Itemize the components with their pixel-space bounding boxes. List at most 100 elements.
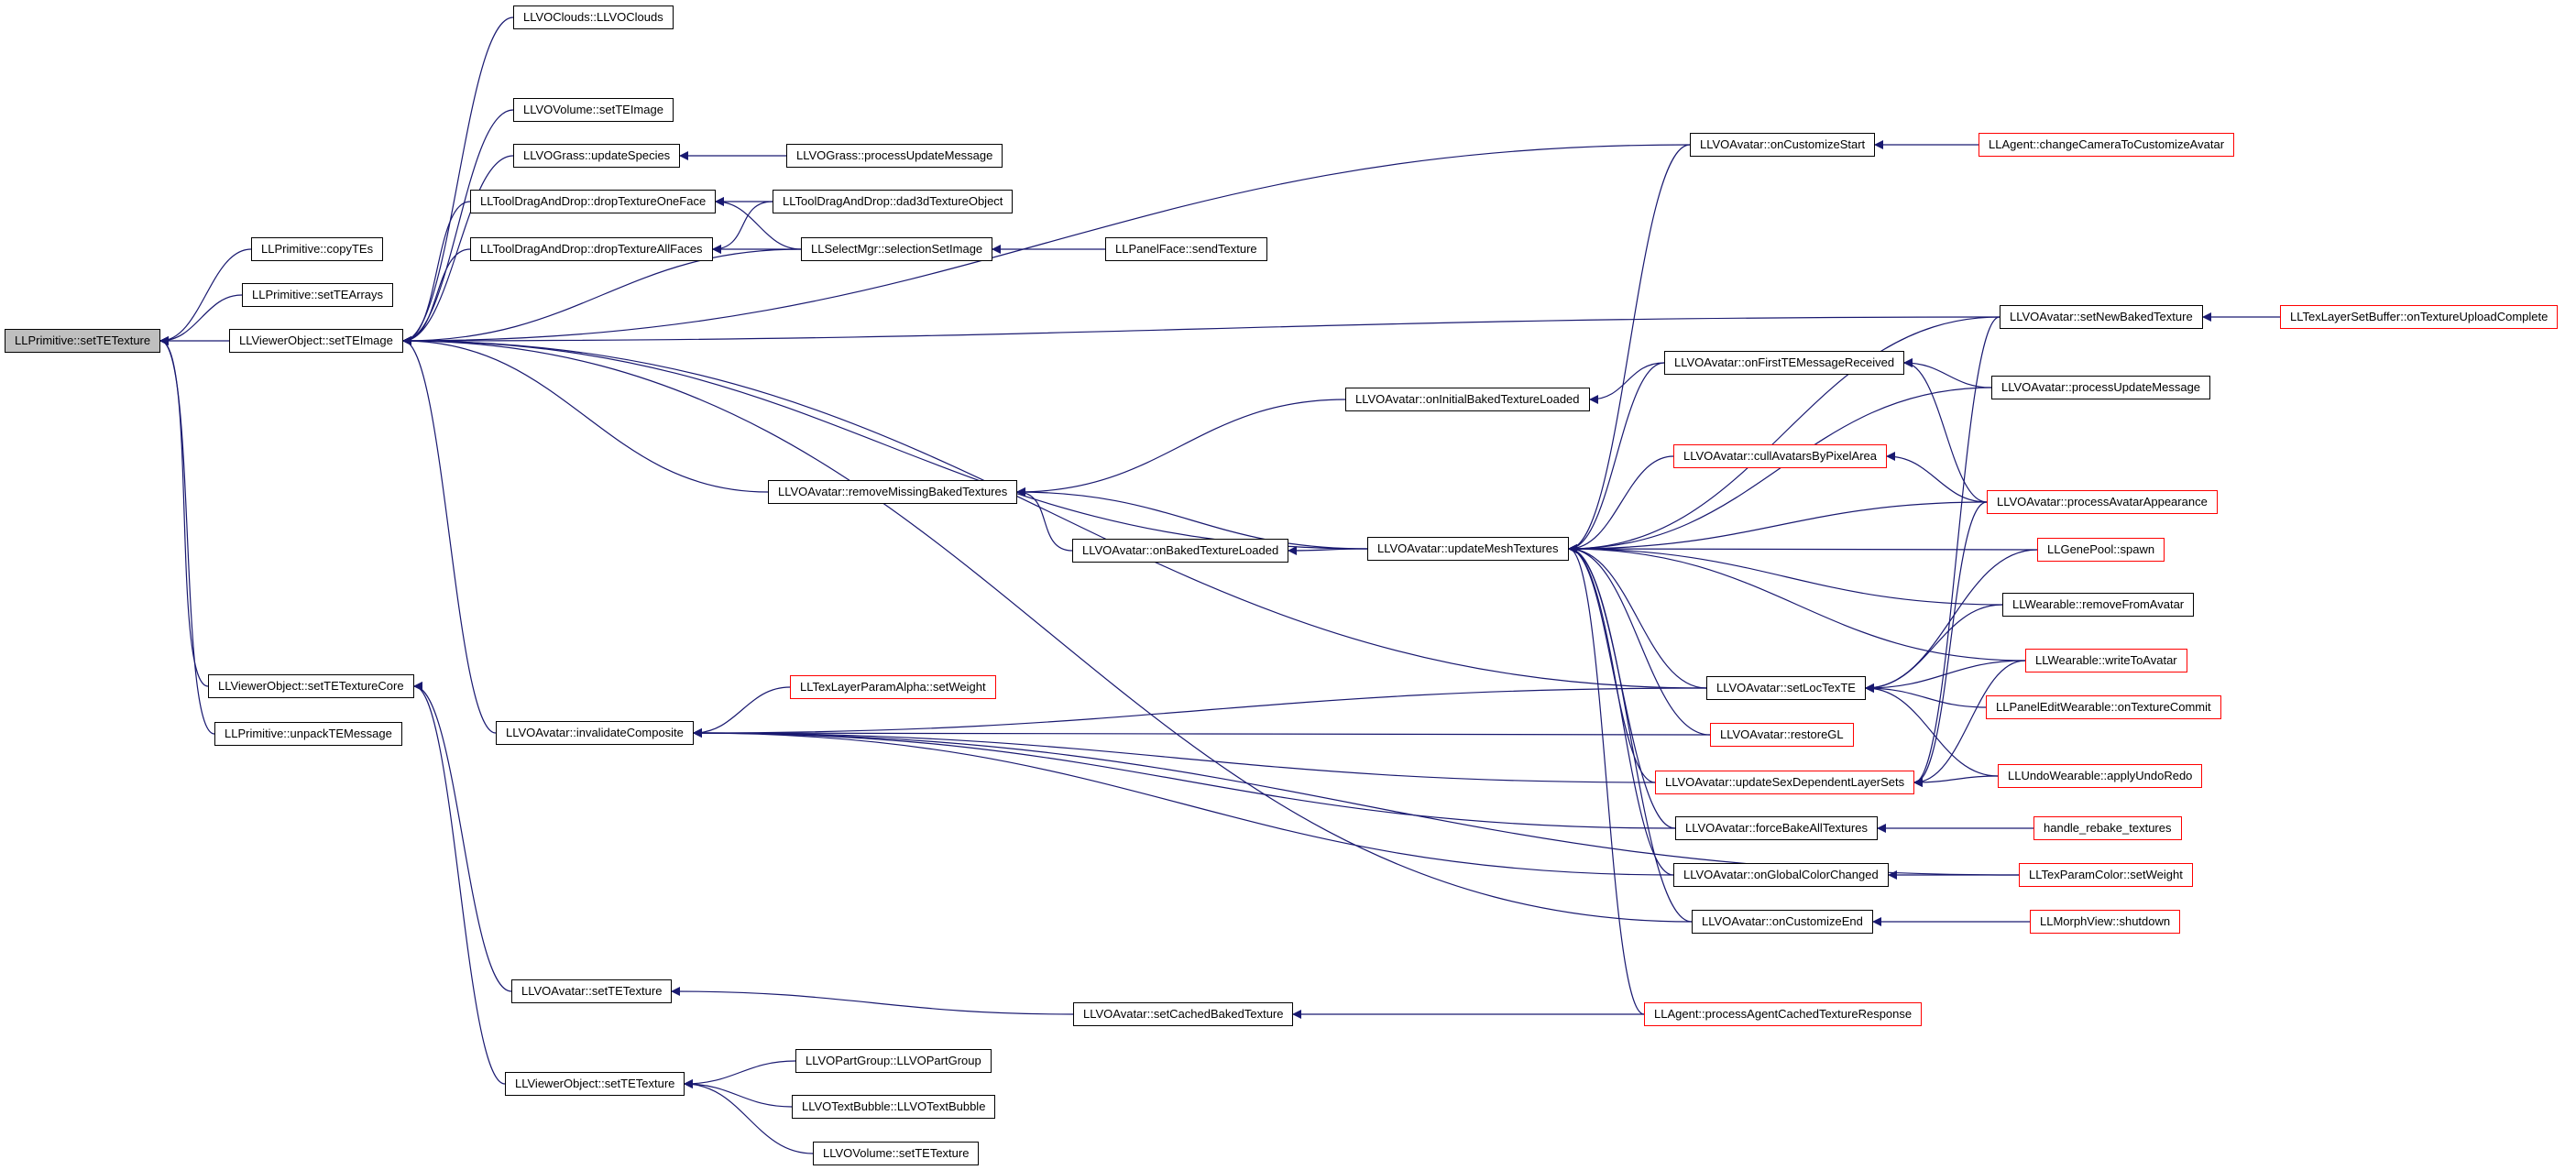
- node-llwearable-writetoavatar[interactable]: LLWearable::writeToAvatar: [2025, 649, 2187, 672]
- node-llvoavatar-oninitialbakedtextureloaded[interactable]: LLVOAvatar::onInitialBakedTextureLoaded: [1345, 388, 1590, 411]
- node-lltexlayerparamalpha-setweight[interactable]: LLTexLayerParamAlpha::setWeight: [790, 675, 996, 699]
- edge-setTETextureCore-to-setTETexture_prim: [159, 336, 209, 687]
- node-llprimitive-copytes[interactable]: LLPrimitive::copyTEs: [251, 237, 384, 261]
- edge-dad3d-to-dropAllFaces: [712, 201, 773, 254]
- node-llpanelface-sendtexture[interactable]: LLPanelFace::sendTexture: [1105, 237, 1267, 261]
- edge-forceBake-to-invalidateComposite: [693, 728, 1676, 829]
- node-llvoavatar-processupdatemessage[interactable]: LLVOAvatar::processUpdateMessage: [1991, 376, 2211, 399]
- node-llviewerobject-setteimage[interactable]: LLViewerObject::setTEImage: [229, 329, 403, 353]
- node-llvograss-processupdatemessage[interactable]: LLVOGrass::processUpdateMessage: [786, 144, 1003, 168]
- node-lltexparamcolor-setweight[interactable]: LLTexParamColor::setWeight: [2019, 863, 2193, 887]
- edge-onFirstTEMessage-to-onInitialBaked: [1589, 362, 1665, 404]
- node-llvoavatar-oncustomizeend[interactable]: LLVOAvatar::onCustomizeEnd: [1692, 910, 1873, 934]
- edge-selectionSetImage-to-dropOneFace: [715, 197, 802, 250]
- node-llvoavatar-onbakedtextureloaded[interactable]: LLVOAvatar::onBakedTextureLoaded: [1072, 539, 1289, 563]
- edge-vol_setTETexture-to-vo_setTETexture: [684, 1079, 814, 1154]
- node-llselectmgr-selectionsetimage[interactable]: LLSelectMgr::selectionSetImage: [801, 237, 993, 261]
- edge-updateMesh-to-removeMissing: [1016, 487, 1368, 550]
- edge-onCustomizeStart-to-updateMesh: [1568, 144, 1691, 553]
- edge-processAgentCached-to-updateMesh: [1568, 544, 1645, 1015]
- edge-setLocTexTE-to-setTEImage_vo: [402, 336, 1707, 689]
- node-llvovolume-setteimage[interactable]: LLVOVolume::setTEImage: [513, 98, 674, 122]
- edge-cullAvatars-to-updateMesh: [1568, 455, 1674, 553]
- edge-av_processUpdate-to-onFirstTEMessage: [1903, 358, 1992, 388]
- node-llvoavatar-setcachedbakedtexture[interactable]: LLVOAvatar::setCachedBakedTexture: [1073, 1002, 1294, 1026]
- edge-setNewBaked-to-updateMesh: [1568, 316, 2001, 553]
- node-llvoclouds-llvoclouds[interactable]: LLVOClouds::LLVOClouds: [513, 5, 674, 29]
- edge-onInitialBaked-to-removeMissing: [1016, 399, 1346, 497]
- edge-av_setTETexture-to-setTETextureCore: [413, 682, 512, 992]
- node-llvoavatar-oncustomizestart[interactable]: LLVOAvatar::onCustomizeStart: [1690, 133, 1876, 157]
- edge-removeFromAvatar-to-updateMesh: [1568, 544, 2003, 606]
- node-llprimitive-unpacktemessage[interactable]: LLPrimitive::unpackTEMessage: [214, 722, 402, 746]
- node-llmorphview-shutdown[interactable]: LLMorphView::shutdown: [2030, 910, 2181, 934]
- edge-onCustomizeEnd-to-updateMesh: [1568, 544, 1693, 923]
- edge-setLocTexTE-to-updateMesh: [1568, 544, 1707, 689]
- node-llvopartgroup-llvopartgroup[interactable]: LLVOPartGroup::LLVOPartGroup: [795, 1049, 992, 1073]
- edge-applyUndoRedo-to-updateSexDep: [1913, 775, 1999, 787]
- node-lltooldraganddrop-droptextureallfaces[interactable]: LLToolDragAndDrop::dropTextureAllFaces: [470, 237, 713, 261]
- edge-setCachedBaked-to-av_setTETexture: [671, 987, 1074, 1015]
- node-llvoavatar-onfirsttemessagereceived[interactable]: LLVOAvatar::onFirstTEMessageReceived: [1664, 351, 1905, 375]
- edge-onTextureCommit-to-setLocTexTE: [1865, 683, 1987, 708]
- node-llviewerobject-settetexturecore[interactable]: LLViewerObject::setTETextureCore: [208, 674, 414, 698]
- node-llviewerobject-settetexture[interactable]: LLViewerObject::setTETexture: [505, 1072, 685, 1096]
- node-llprimitive-settetexture[interactable]: LLPrimitive::setTETexture: [5, 329, 161, 353]
- node-handle-rebake-textures[interactable]: handle_rebake_textures: [2033, 816, 2182, 840]
- node-llvoavatar-onglobalcolorchanged[interactable]: LLVOAvatar::onGlobalColorChanged: [1673, 863, 1889, 887]
- node-llvograss-updatespecies[interactable]: LLVOGrass::updateSpecies: [513, 144, 681, 168]
- edge-processAppearance-to-cullAvatars: [1886, 452, 1988, 503]
- edge-invalidateComposite-to-setTEImage_vo: [402, 336, 497, 734]
- edge-dropAllFaces-to-setTEImage_vo: [402, 248, 471, 345]
- node-llpaneleditwearable-ontexturecommit[interactable]: LLPanelEditWearable::onTextureCommit: [1986, 695, 2221, 719]
- node-llvoavatar-updatesexdependentlayersets[interactable]: LLVOAvatar::updateSexDependentLayerSets: [1655, 771, 1915, 794]
- edge-genePool-to-updateMesh: [1568, 544, 2038, 554]
- edge-clouds-to-setTEImage_vo: [402, 16, 514, 345]
- edge-onCustomizeStart-to-setTEImage_vo: [402, 144, 1691, 345]
- edge-removeMissing-to-setTEImage_vo: [402, 336, 769, 493]
- edge-setNewBaked-to-setTEImage_vo: [402, 316, 2001, 345]
- node-llvoavatar-updatemeshtextures[interactable]: LLVOAvatar::updateMeshTextures: [1367, 537, 1569, 561]
- edge-av_processUpdate-to-updateMesh: [1568, 387, 1992, 553]
- node-llwearable-removefromavatar[interactable]: LLWearable::removeFromAvatar: [2002, 593, 2195, 617]
- edge-setTEArrays-to-setTETexture_prim: [159, 294, 243, 345]
- edge-writeToAvatar-to-setLocTexTE: [1865, 660, 2026, 693]
- edge-vol_setTEImage-to-setTEImage_vo: [402, 109, 514, 345]
- node-llgenepool-spawn[interactable]: LLGenePool::spawn: [2037, 538, 2165, 562]
- edge-restoreGL-to-updateMesh: [1568, 544, 1711, 736]
- node-lltooldraganddrop-droptextureoneface[interactable]: LLToolDragAndDrop::dropTextureOneFace: [470, 190, 717, 213]
- node-llprimitive-setTEarrays[interactable]: LLPrimitive::setTEArrays: [242, 283, 394, 307]
- edge-setLocTexTE-to-invalidateComposite: [693, 687, 1707, 738]
- edge-setNewBaked-to-updateSexDep: [1913, 316, 2001, 787]
- node-lltooldraganddrop-dad3dtextureobject[interactable]: LLToolDragAndDrop::dad3dTextureObject: [773, 190, 1014, 213]
- edge-updateMesh-to-onBakedLoaded: [1288, 545, 1368, 555]
- edge-texParamColor-to-invalidateComposite: [693, 728, 2020, 876]
- node-lltexlayersetbuffer-ontextureuploadcomplete[interactable]: LLTexLayerSetBuffer::onTextureUploadComp…: [2280, 305, 2559, 329]
- node-llvoavatar-invalidatecomposite[interactable]: LLVOAvatar::invalidateComposite: [496, 721, 694, 745]
- node-llvoavatar-forcebakealltextures[interactable]: LLVOAvatar::forceBakeAllTextures: [1675, 816, 1878, 840]
- node-llagent-processagentcachedtextureresponse[interactable]: LLAgent::processAgentCachedTextureRespon…: [1644, 1002, 1923, 1026]
- node-llvovolume-settetexture[interactable]: LLVOVolume::setTETexture: [813, 1142, 980, 1165]
- node-llvoavatar-restoregl[interactable]: LLVOAvatar::restoreGL: [1710, 723, 1854, 747]
- edge-writeToAvatar-to-updateMesh: [1568, 544, 2026, 662]
- edge-restoreGL-to-invalidateComposite: [693, 728, 1711, 738]
- edge-applyUndoRedo-to-setLocTexTE: [1865, 683, 1999, 777]
- node-llvoavatar-processavatarappearance[interactable]: LLVOAvatar::processAvatarAppearance: [1987, 490, 2218, 514]
- node-llagent-changecameratocustomizeavatar[interactable]: LLAgent::changeCameraToCustomizeAvatar: [1979, 133, 2235, 157]
- edge-dropOneFace-to-setTEImage_vo: [402, 201, 471, 345]
- node-llvoavatar-setnewbakedtexture[interactable]: LLVOAvatar::setNewBakedTexture: [2000, 305, 2203, 329]
- edge-partGroup-to-vo_setTETexture: [684, 1060, 796, 1088]
- node-llvotextbubble-llvotextbubble[interactable]: LLVOTextBubble::LLVOTextBubble: [792, 1095, 996, 1119]
- node-llvoavatar-settetexture[interactable]: LLVOAvatar::setTETexture: [511, 979, 673, 1003]
- node-llvoavatar-removemissingbakedtextures[interactable]: LLVOAvatar::removeMissingBakedTextures: [768, 480, 1018, 504]
- edge-onCustomizeEnd-to-setTEImage_vo: [402, 336, 1693, 923]
- edge-onGlobalColor-to-updateMesh: [1568, 544, 1674, 876]
- edge-onFirstTEMessage-to-updateMesh: [1568, 362, 1665, 553]
- edge-genePool-to-setLocTexTE: [1865, 549, 2038, 693]
- node-llvoavatar-cullavatarsbypixelarea[interactable]: LLVOAvatar::cullAvatarsByPixelArea: [1673, 444, 1887, 468]
- node-llundowearable-applyundoredo[interactable]: LLUndoWearable::applyUndoRedo: [1998, 764, 2203, 788]
- edge-updateSexDep-to-invalidateComposite: [693, 728, 1656, 783]
- node-llvoavatar-setloctexte[interactable]: LLVOAvatar::setLocTexTE: [1706, 676, 1866, 700]
